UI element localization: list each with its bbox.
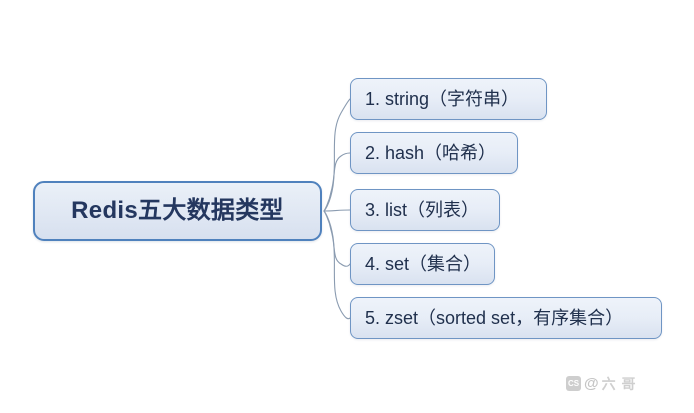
connector-to-child-5 [323, 210, 351, 320]
connector-to-child-3 [323, 209, 351, 212]
child-node-label-list: 3. list（列表） [365, 200, 480, 220]
child-node-label-string: 1. string（字符串） [365, 89, 520, 109]
watermark-handle: 六 哥 [601, 375, 637, 392]
csdn-logo-icon: CS [566, 376, 581, 391]
child-node-label-hash: 2. hash（哈希） [365, 143, 497, 163]
at-symbol-icon: @ [584, 375, 599, 392]
root-node-label: Redis五大数据类型 [71, 197, 284, 224]
child-node-label-set: 4. set（集合） [365, 254, 482, 274]
child-node-zset[interactable]: 5. zset（sorted set，有序集合） [350, 297, 662, 339]
root-node-redis-data-types[interactable]: Redis五大数据类型 [33, 181, 322, 241]
child-node-list[interactable]: 3. list（列表） [350, 189, 500, 231]
connector-to-child-1 [323, 98, 351, 212]
child-node-string[interactable]: 1. string（字符串） [350, 78, 547, 120]
connector-to-child-2 [323, 152, 351, 212]
child-node-hash[interactable]: 2. hash（哈希） [350, 132, 518, 174]
child-node-set[interactable]: 4. set（集合） [350, 243, 495, 285]
child-node-label-zset: 5. zset（sorted set，有序集合） [365, 308, 624, 328]
watermark: CS @ 六 哥 [566, 376, 637, 391]
connector-to-child-4 [323, 210, 351, 267]
